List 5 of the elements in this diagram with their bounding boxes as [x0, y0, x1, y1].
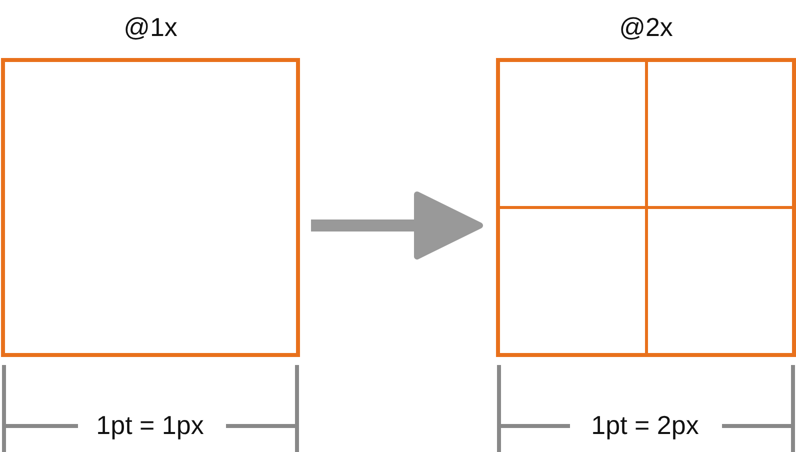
- scale-label: @1x: [124, 12, 178, 42]
- dimension-label: 1pt = 2px: [591, 410, 699, 440]
- scale-label: @2x: [619, 12, 673, 42]
- dimension-label: 1pt = 1px: [96, 410, 204, 440]
- arrow: [311, 192, 483, 260]
